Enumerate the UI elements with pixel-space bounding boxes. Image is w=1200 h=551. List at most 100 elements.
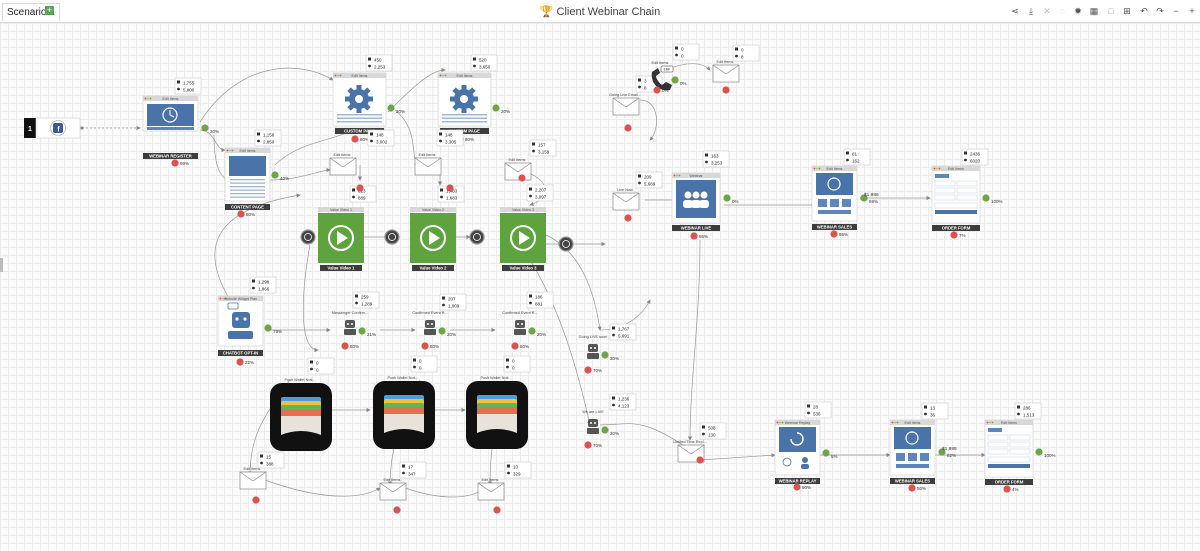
- zoom-out-icon[interactable]: −: [1173, 6, 1179, 16]
- success-dot[interactable]: [938, 448, 946, 456]
- calculator-icon[interactable]: ▦: [1089, 6, 1099, 16]
- email-email-4[interactable]: Going Live Email...: [609, 93, 641, 116]
- fail-dot[interactable]: [493, 506, 501, 514]
- email-email-7[interactable]: Edit Items: [239, 467, 267, 490]
- bot-bot-2[interactable]: Confirmed Event R...: [412, 311, 448, 335]
- bot-bot-5[interactable]: We are LIVE: [582, 410, 604, 434]
- zoom-in-icon[interactable]: +: [1189, 6, 1195, 16]
- timer-node[interactable]: [384, 229, 400, 245]
- video-value-video-2[interactable]: Value Video 2: [410, 207, 456, 263]
- fail-dot[interactable]: [446, 184, 454, 192]
- timer-node[interactable]: [558, 236, 574, 252]
- fail-dot[interactable]: [950, 231, 958, 239]
- page-custom-page-1[interactable]: Edit Items: [332, 72, 387, 127]
- fail-dot[interactable]: [584, 366, 592, 374]
- close-icon[interactable]: ✕: [1043, 6, 1051, 16]
- stat-visits: 157: [538, 143, 546, 148]
- page-content-page[interactable]: Edit Items: [224, 147, 271, 202]
- page-webinar-sales-2[interactable]: Edit Items: [889, 419, 936, 476]
- fail-dot[interactable]: [584, 441, 592, 449]
- success-dot[interactable]: [822, 449, 830, 457]
- grid-icon[interactable]: ⊞: [1123, 6, 1131, 16]
- success-dot[interactable]: [982, 194, 990, 202]
- fail-dot[interactable]: [624, 214, 632, 222]
- email-email-9[interactable]: Edit Items: [477, 478, 505, 501]
- fail-dot[interactable]: [236, 358, 244, 366]
- fail-dot[interactable]: [393, 506, 401, 514]
- fail-dot[interactable]: [653, 86, 661, 94]
- undo-icon[interactable]: ↶: [1140, 6, 1148, 16]
- page-order-form-1[interactable]: Edit Items: [931, 165, 981, 224]
- share-icon[interactable]: ⋖: [1011, 6, 1019, 16]
- email-email-2[interactable]: Edit Items: [414, 153, 442, 176]
- bot-bot-4[interactable]: Going LIVE soon: [579, 335, 608, 359]
- page-order-form-2[interactable]: Edit Items: [984, 419, 1034, 478]
- funnel-canvas[interactable]: [0, 23, 1200, 551]
- fail-dot[interactable]: [252, 496, 260, 504]
- fail-dot[interactable]: [793, 483, 801, 491]
- email-email-6[interactable]: Live Now: [612, 188, 640, 211]
- video-value-video-3[interactable]: Value Video 3: [500, 207, 546, 263]
- success-dot[interactable]: [264, 324, 272, 332]
- wallet-title: Push Wallet Noti...: [284, 378, 315, 382]
- success-dot[interactable]: [671, 76, 679, 84]
- fail-dot[interactable]: [421, 342, 429, 350]
- fail-dot[interactable]: [722, 86, 730, 94]
- success-dot[interactable]: [601, 426, 609, 434]
- page-custom-page-2[interactable]: Edit Items: [437, 72, 492, 127]
- add-tab-button[interactable]: +: [45, 5, 54, 15]
- success-dot[interactable]: [860, 194, 868, 202]
- square-icon[interactable]: □: [1108, 6, 1114, 16]
- side-panel-handle[interactable]: [0, 258, 3, 272]
- fail-dot[interactable]: [351, 135, 359, 143]
- success-dot[interactable]: [1035, 448, 1043, 456]
- fail-dot[interactable]: [356, 184, 364, 192]
- success-dot[interactable]: [201, 124, 209, 132]
- success-dot[interactable]: [492, 104, 500, 112]
- fail-dot[interactable]: [690, 232, 698, 240]
- download-icon[interactable]: ⤓: [1029, 6, 1033, 16]
- page-webinar-replay[interactable]: Webinar Replay: [774, 419, 821, 476]
- success-dot[interactable]: [438, 327, 446, 335]
- email-email-8[interactable]: Edit Items: [379, 478, 407, 501]
- video-value-video-1[interactable]: Value Video 1: [318, 207, 364, 263]
- success-dot[interactable]: [723, 194, 731, 202]
- fail-dot[interactable]: [171, 159, 179, 167]
- page-chatbot-opt-in[interactable]: Website Widget Plan: [217, 295, 264, 347]
- bot-bot-3[interactable]: Confirmed Event R...: [502, 311, 538, 335]
- fail-dot[interactable]: [341, 342, 349, 350]
- success-dot[interactable]: [601, 351, 609, 359]
- wallet-wallet-1[interactable]: Push Wallet Noti...: [270, 378, 332, 451]
- fail-dot[interactable]: [908, 484, 916, 492]
- fail-dot[interactable]: [518, 174, 526, 182]
- wallet-wallet-2[interactable]: Push Wallet Noti...: [373, 376, 435, 449]
- fail-dot[interactable]: [830, 230, 838, 238]
- page-webinar-register[interactable]: Edit Items: [142, 95, 199, 132]
- fail-dot[interactable]: [511, 342, 519, 350]
- success-dot[interactable]: [387, 104, 395, 112]
- wallet-wallet-3[interactable]: Push Wallet Noti...: [466, 376, 528, 449]
- fail-dot[interactable]: [696, 456, 704, 464]
- success-dot[interactable]: [271, 171, 279, 179]
- email-email-5[interactable]: Edit Items: [712, 60, 740, 83]
- timer-node[interactable]: [300, 229, 316, 245]
- check-icon: [638, 78, 641, 82]
- page-webinar-sales-1[interactable]: Edit Items: [811, 165, 858, 222]
- redo-icon[interactable]: ↷: [1156, 6, 1164, 16]
- fail-dot[interactable]: [1003, 485, 1011, 493]
- fail-dot[interactable]: [237, 210, 245, 218]
- success-percent: 20%: [396, 109, 405, 114]
- bot-bot-1[interactable]: Messenger Confirm...: [332, 311, 368, 335]
- settings-icon[interactable]: ✹: [1074, 6, 1082, 16]
- email-email-1[interactable]: Edit Items: [329, 153, 357, 176]
- email-email-3[interactable]: Edit Items: [504, 158, 532, 181]
- page-webinar-live[interactable]: Webinar: [671, 172, 721, 224]
- success-dot[interactable]: [528, 327, 536, 335]
- timer-node[interactable]: [469, 229, 485, 245]
- stat-visits: 508: [708, 426, 716, 431]
- fail-dot[interactable]: [624, 124, 632, 132]
- success-dot[interactable]: [358, 327, 366, 335]
- help-icon[interactable]: ◌: [1059, 6, 1065, 16]
